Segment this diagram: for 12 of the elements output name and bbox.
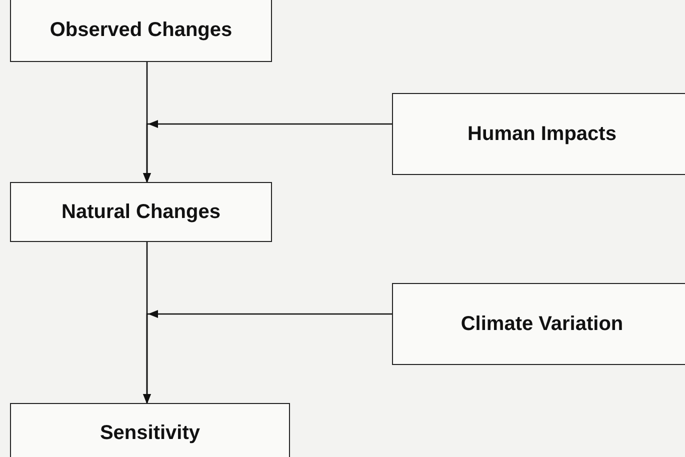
box-label: Climate Variation [460,312,624,337]
box-label: Observed Changes [50,18,232,43]
process-box [10,403,290,457]
box-label: Human Impacts [468,122,616,147]
arrow [143,310,392,404]
process-box [392,93,685,175]
box-label: Natural Changes [62,200,220,225]
box-label: Sensitivity [100,421,200,446]
process-box [10,0,272,62]
process-box [392,283,685,365]
process-box [10,182,272,242]
arrow [143,120,392,183]
